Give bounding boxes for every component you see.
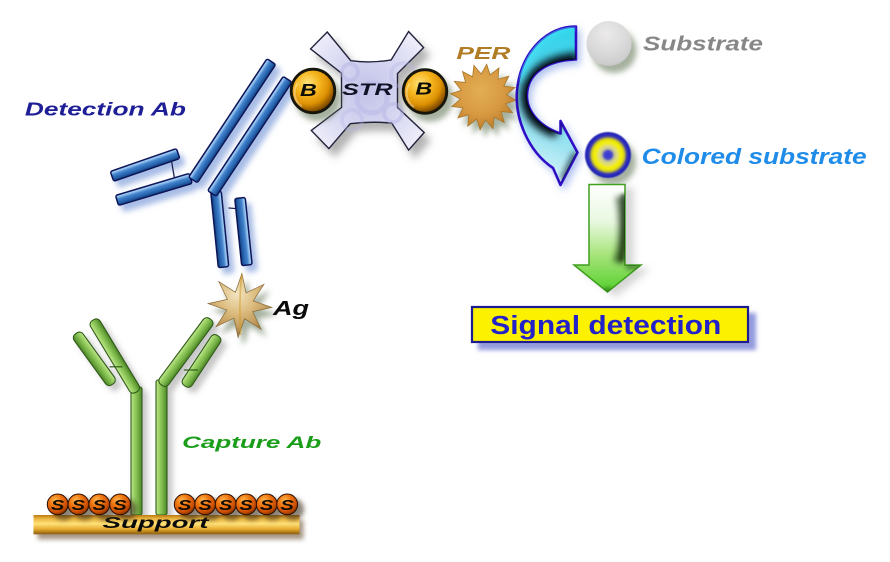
- svg-text:S: S: [239, 497, 253, 514]
- svg-text:S: S: [72, 497, 86, 514]
- svg-text:Detection Ab: Detection Ab: [25, 100, 186, 120]
- svg-text:Support: Support: [103, 515, 210, 532]
- svg-text:STR: STR: [342, 80, 393, 99]
- svg-text:S: S: [93, 497, 107, 514]
- svg-text:Ag: Ag: [272, 298, 310, 320]
- svg-text:B: B: [415, 78, 432, 98]
- svg-text:Substrate: Substrate: [643, 34, 763, 56]
- svg-text:S: S: [178, 497, 192, 514]
- svg-text:B: B: [300, 80, 317, 100]
- svg-text:Capture Ab: Capture Ab: [182, 433, 321, 452]
- svg-text:S: S: [219, 497, 233, 514]
- svg-text:S: S: [260, 497, 274, 514]
- svg-text:S: S: [198, 497, 212, 514]
- svg-text:Signal detection: Signal detection: [490, 312, 721, 340]
- svg-text:S: S: [51, 497, 65, 514]
- svg-text:PER: PER: [456, 43, 511, 63]
- svg-text:S: S: [280, 497, 294, 514]
- svg-text:S: S: [113, 497, 127, 514]
- svg-text:Colored substrate: Colored substrate: [642, 144, 867, 169]
